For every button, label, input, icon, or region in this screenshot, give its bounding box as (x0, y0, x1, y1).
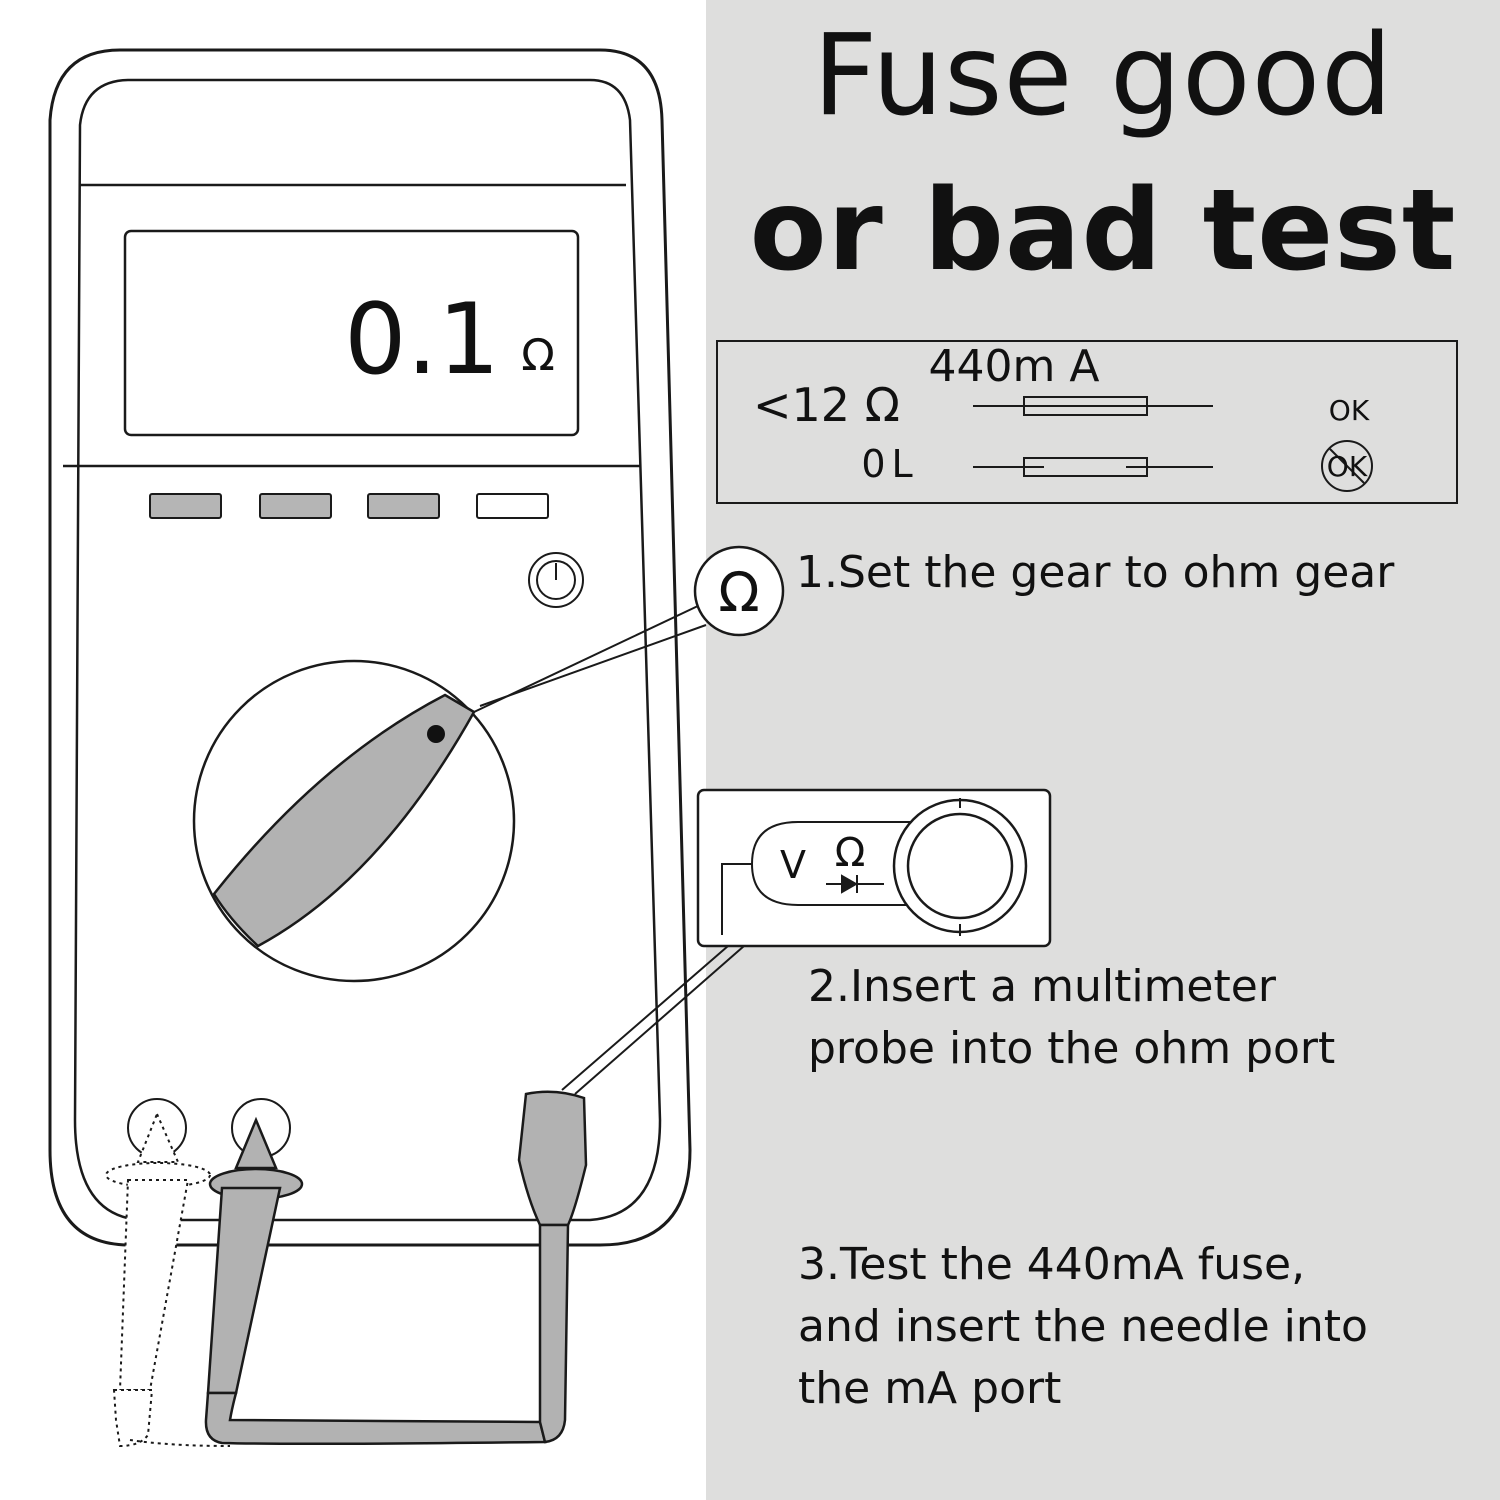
function-button-1 (149, 493, 222, 519)
step-3-line: the mA port (798, 1363, 1062, 1414)
page-title-line-1: Fuse good (812, 11, 1394, 141)
blown-fuse-icon (973, 457, 1213, 477)
power-icon (528, 552, 584, 608)
diode-icon (826, 874, 884, 894)
legend-good-status: OK (1329, 394, 1370, 427)
port-callout-line (574, 945, 745, 1095)
dial-knob-pointer (212, 693, 476, 948)
step-3-line: and insert the needle into (798, 1301, 1368, 1352)
function-button-2 (259, 493, 332, 519)
function-button-3 (367, 493, 440, 519)
dial-callout-bubble (693, 545, 785, 637)
step-3-line: 3.Test the 440mA fuse, (798, 1239, 1306, 1290)
legend-current-label: 440m A (929, 341, 1100, 392)
legend-good-reading: <12 Ω (753, 378, 900, 432)
legend-bad-status: OK (1327, 450, 1368, 483)
step-1-line: 1.Set the gear to ohm gear (796, 547, 1395, 598)
good-fuse-icon (973, 396, 1213, 416)
port-callout-line (561, 945, 729, 1091)
dial-callout-symbol: Ω (718, 561, 759, 624)
port-callout-box (696, 788, 1052, 948)
ghost-probe (105, 1111, 231, 1448)
lcd-reading-unit: Ω (521, 330, 555, 381)
test-probe-left (204, 1116, 547, 1446)
lcd-reading-value: 0.1 (344, 283, 500, 397)
port-label-v: V (780, 843, 806, 887)
port-label-ohm: Ω (835, 830, 866, 876)
fuse-legend-box (716, 340, 1458, 504)
not-ok-icon (1321, 440, 1373, 492)
step-2-text: 2.Insert a multimeter probe into the ohm… (808, 956, 1335, 1080)
dial-callout-line (479, 624, 707, 707)
step-2-line: 2.Insert a multimeter (808, 961, 1276, 1012)
page-title-line-2: or bad test (749, 166, 1457, 296)
instruction-panel (706, 0, 1500, 1500)
legend-bad-reading: 0L (861, 442, 918, 486)
step-1-text: 1.Set the gear to ohm gear (796, 542, 1394, 604)
meter-lcd-screen (123, 229, 580, 437)
step-2-line: probe into the ohm port (808, 1023, 1336, 1074)
test-probe-right (517, 1090, 588, 1444)
dial-pointer-dot (427, 725, 445, 743)
function-button-4 (476, 493, 549, 519)
step-3-text: 3.Test the 440mA fuse, and insert the ne… (798, 1234, 1368, 1420)
